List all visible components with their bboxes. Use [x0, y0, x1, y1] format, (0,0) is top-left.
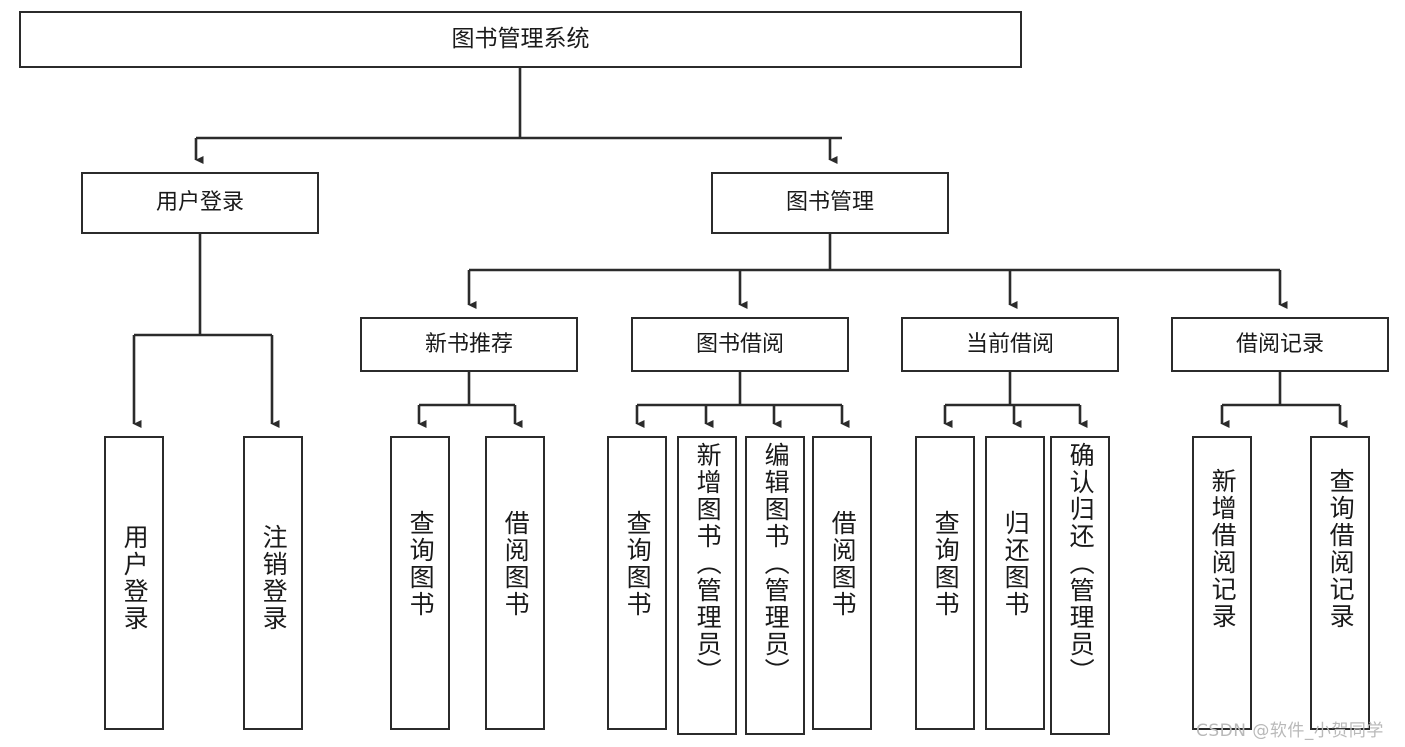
node-book-borrow-label: 图书借阅 [695, 331, 784, 357]
node-borrow-record[interactable]: 借阅记录 [1171, 317, 1389, 372]
node-leaf-edit-book[interactable]: 编辑图书（管理员） [745, 436, 805, 735]
node-leaf-confirm-return-label: 确认归还（管理员） [1066, 442, 1096, 685]
node-leaf-user-login-label: 用户登录 [120, 524, 150, 632]
node-leaf-edit-book-label: 编辑图书（管理员） [761, 442, 791, 685]
node-leaf-add-record-label: 新增借阅记录 [1208, 468, 1238, 630]
node-leaf-query-book-3-label: 查询图书 [931, 510, 961, 618]
node-leaf-add-book-label: 新增图书（管理员） [693, 442, 723, 685]
node-leaf-add-book[interactable]: 新增图书（管理员） [677, 436, 737, 735]
node-leaf-borrow-book-1[interactable]: 借阅图书 [485, 436, 545, 730]
node-current-borrow[interactable]: 当前借阅 [901, 317, 1119, 372]
node-new-book-recommend[interactable]: 新书推荐 [360, 317, 578, 372]
node-leaf-query-book-2-label: 查询图书 [623, 510, 653, 618]
node-leaf-query-book-1[interactable]: 查询图书 [390, 436, 450, 730]
node-borrow-record-label: 借阅记录 [1235, 331, 1324, 357]
node-leaf-borrow-book-2-label: 借阅图书 [828, 510, 858, 618]
node-leaf-borrow-book-2[interactable]: 借阅图书 [812, 436, 872, 730]
node-leaf-return-book-label: 归还图书 [1001, 510, 1031, 618]
node-leaf-query-record[interactable]: 查询借阅记录 [1310, 436, 1370, 730]
csdn-watermark: CSDN @软件_小贺同学 [1196, 721, 1384, 741]
node-leaf-query-book-1-label: 查询图书 [406, 510, 436, 618]
node-leaf-borrow-book-1-label: 借阅图书 [501, 510, 531, 618]
node-book-manage-label: 图书管理 [785, 190, 874, 216]
node-leaf-add-record[interactable]: 新增借阅记录 [1192, 436, 1252, 730]
node-leaf-query-book-2[interactable]: 查询图书 [607, 436, 667, 730]
node-leaf-logout[interactable]: 注销登录 [243, 436, 303, 730]
node-leaf-confirm-return[interactable]: 确认归还（管理员） [1050, 436, 1110, 735]
node-current-borrow-label: 当前借阅 [965, 331, 1054, 357]
node-book-manage[interactable]: 图书管理 [711, 172, 949, 234]
node-leaf-query-book-3[interactable]: 查询图书 [915, 436, 975, 730]
node-root[interactable]: 图书管理系统 [19, 11, 1022, 68]
node-root-label: 图书管理系统 [451, 25, 590, 52]
node-user-login-label: 用户登录 [155, 190, 244, 216]
node-leaf-user-login[interactable]: 用户登录 [104, 436, 164, 730]
node-leaf-return-book[interactable]: 归还图书 [985, 436, 1045, 730]
node-user-login[interactable]: 用户登录 [81, 172, 319, 234]
node-leaf-query-record-label: 查询借阅记录 [1326, 468, 1356, 630]
node-new-book-recommend-label: 新书推荐 [424, 331, 513, 357]
node-book-borrow[interactable]: 图书借阅 [631, 317, 849, 372]
node-leaf-logout-label: 注销登录 [259, 524, 289, 632]
